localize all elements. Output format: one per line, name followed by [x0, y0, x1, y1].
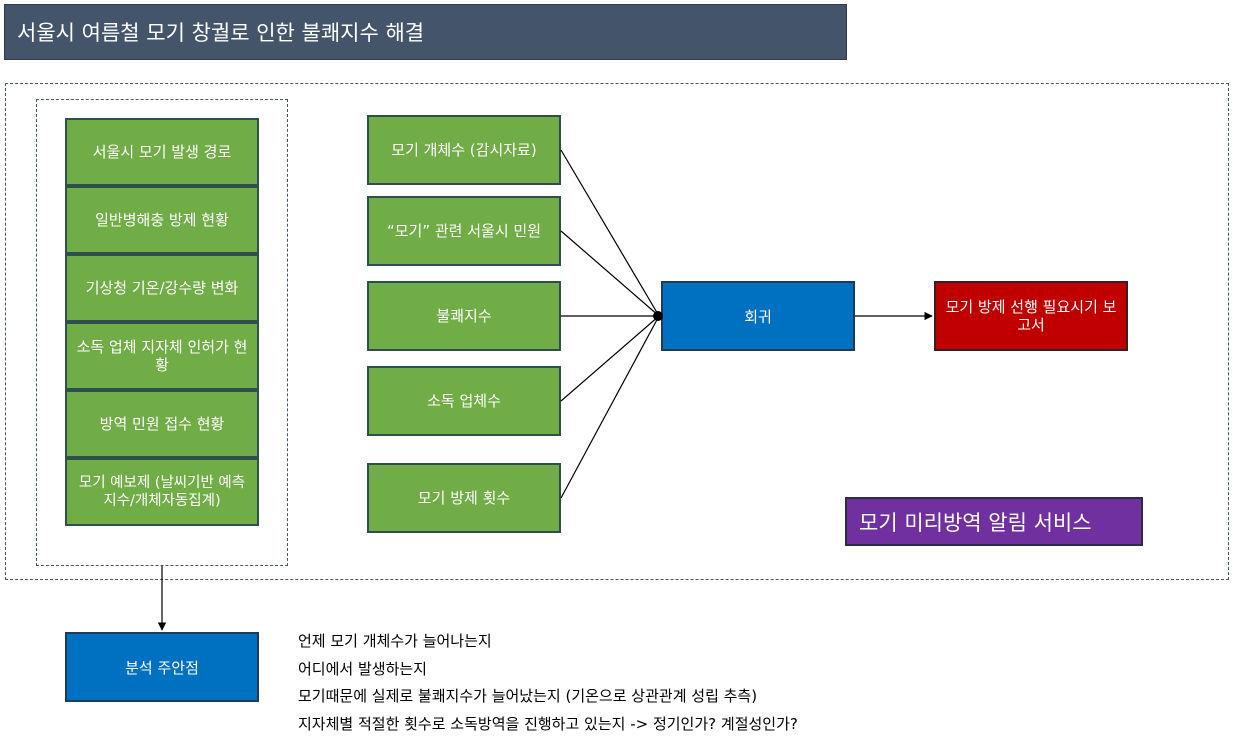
data-source-box: 모기 예보제 (날씨기반 예측지수/개체자동집계) [65, 458, 259, 526]
data-sources-frame [36, 99, 288, 566]
analysis-points-list: 언제 모기 개체수가 늘어나는지 어디에서 발생하는지 모기때문에 실제로 불쾌… [298, 628, 938, 738]
variable-box: 모기 방제 횟수 [367, 463, 561, 533]
analysis-focus-box: 분석 주안점 [65, 632, 259, 702]
analysis-point: 모기때문에 실제로 불쾌지수가 늘어났는지 (기온으로 상관관계 성립 추측) [298, 687, 758, 705]
analysis-frame [5, 83, 1229, 580]
service-box: 모기 미리방역 알림 서비스 [845, 497, 1143, 546]
variable-box: “모기” 관련 서울시 민원 [367, 196, 561, 266]
variable-box: 모기 개체수 (감시자료) [367, 115, 561, 185]
connector-line [560, 230, 660, 317]
data-source-box: 기상청 기온/강수량 변화 [65, 254, 259, 322]
data-source-box: 서울시 모기 발생 경로 [65, 118, 259, 186]
report-output-box: 모기 방제 선행 필요시기 보고서 [934, 281, 1128, 351]
variable-box: 불쾌지수 [367, 281, 561, 351]
junction-dot [653, 311, 663, 321]
variable-box: 소독 업체수 [367, 366, 561, 436]
data-source-box: 소독 업체 지자체 인허가 현황 [65, 322, 259, 390]
connector-line [560, 149, 660, 317]
connector-line [560, 315, 660, 402]
analysis-point: 언제 모기 개체수가 늘어나는지 [298, 632, 492, 650]
page-title: 서울시 여름철 모기 창궐로 인한 불쾌지수 해결 [4, 4, 847, 60]
analysis-point: 어디에서 발생하는지 [298, 659, 427, 678]
data-source-box: 방역 민원 접수 현황 [65, 390, 259, 458]
analysis-point: 지자체별 적절한 횟수로 소독방역을 진행하고 있는지 -> 정기인가? 계절성… [298, 714, 798, 733]
connector-line [560, 315, 660, 499]
data-source-box: 일반병해충 방제 현황 [65, 186, 259, 254]
